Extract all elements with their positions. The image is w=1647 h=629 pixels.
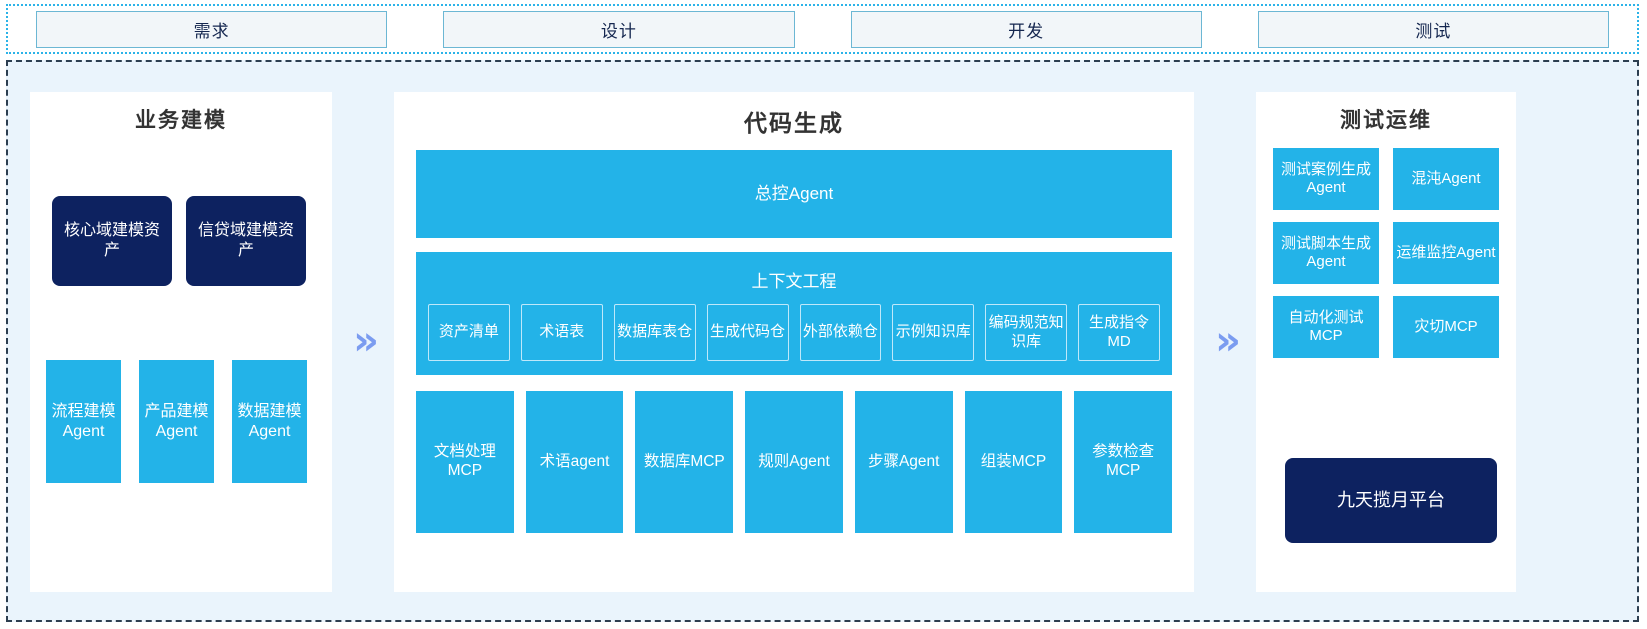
asset-core-domain[interactable]: 核心域建模资产: [52, 196, 172, 286]
panel-title-test-operations: 测试运维: [1340, 109, 1432, 132]
platform-jiutian-lanyue[interactable]: 九天揽月平台: [1285, 458, 1497, 543]
phase-label: 开发: [1008, 21, 1045, 41]
phase-box-testing[interactable]: 测试: [1257, 10, 1609, 48]
test-ops-agent-grid: 测试案例生成Agent 混沌Agent 测试脚本生成Agent 运维监控Agen…: [1273, 148, 1499, 358]
context-item-glossary[interactable]: 术语表: [520, 304, 603, 361]
double-chevron-right-icon-left: »: [353, 318, 379, 364]
agent-process-modeling[interactable]: 流程建模Agent: [46, 360, 121, 483]
agent-ops-monitoring[interactable]: 运维监控Agent: [1393, 222, 1499, 284]
panel-code-generation: 代码生成 总控Agent 上下文工程 资产清单 术语表 数据库表仓 生成代码仓 …: [394, 92, 1194, 592]
mcp-automated-testing[interactable]: 自动化测试MCP: [1273, 296, 1379, 358]
main-body: 业务建模 核心域建模资产 信贷域建模资产 流程建模Agent 产品建模Agent…: [6, 60, 1639, 622]
code-generation-tools-row: 文档处理MCP 术语agent 数据库MCP 规则Agent 步骤Agent 组…: [416, 391, 1173, 533]
context-item-generated-code-repo[interactable]: 生成代码仓: [706, 304, 789, 361]
tool-parameter-check-mcp[interactable]: 参数检查MCP: [1074, 391, 1173, 533]
context-items-row: 资产清单 术语表 数据库表仓 生成代码仓 外部依赖仓 示例知识库 编码规范知识库…: [428, 304, 1160, 361]
double-chevron-right-icon-right: »: [1215, 318, 1241, 364]
tool-assembly-mcp[interactable]: 组装MCP: [964, 391, 1063, 533]
phase-box-development[interactable]: 开发: [850, 10, 1202, 48]
phase-label: 设计: [600, 21, 637, 41]
context-engineering-block: 上下文工程 资产清单 术语表 数据库表仓 生成代码仓 外部依赖仓 示例知识库 编…: [416, 252, 1172, 375]
business-agent-group: 流程建模Agent 产品建模Agent 数据建模Agent: [46, 360, 307, 483]
asset-credit-domain[interactable]: 信贷域建模资产: [186, 196, 306, 286]
context-item-generation-instruction-md[interactable]: 生成指令MD: [1078, 304, 1160, 361]
tool-rule-agent[interactable]: 规则Agent: [745, 391, 843, 533]
master-control-agent[interactable]: 总控Agent: [416, 150, 1172, 238]
context-item-db-table-repo[interactable]: 数据库表仓: [613, 304, 696, 361]
panel-business-modeling: 业务建模 核心域建模资产 信贷域建模资产 流程建模Agent 产品建模Agent…: [30, 92, 332, 592]
phase-box-requirements[interactable]: 需求: [36, 10, 388, 48]
agent-product-modeling[interactable]: 产品建模Agent: [139, 360, 214, 483]
phase-label: 需求: [193, 21, 230, 41]
mcp-disaster-switch[interactable]: 灾切MCP: [1393, 296, 1499, 358]
agent-chaos[interactable]: 混沌Agent: [1393, 148, 1499, 210]
panel-title-business-modeling: 业务建模: [135, 109, 227, 132]
context-item-asset-inventory[interactable]: 资产清单: [428, 304, 510, 361]
tool-document-processing-mcp[interactable]: 文档处理MCP: [416, 391, 514, 533]
business-asset-group: 核心域建模资产 信贷域建模资产: [52, 196, 306, 286]
context-engineering-title: 上下文工程: [751, 272, 837, 291]
tool-glossary-agent[interactable]: 术语agent: [525, 391, 624, 533]
context-item-external-dependency-repo[interactable]: 外部依赖仓: [799, 304, 882, 361]
phase-box-design[interactable]: 设计: [443, 10, 795, 48]
panel-title-code-generation: 代码生成: [744, 110, 844, 136]
tool-database-mcp[interactable]: 数据库MCP: [635, 391, 734, 533]
context-item-coding-standard-knowledge-base[interactable]: 编码规范知识库: [985, 304, 1068, 361]
panel-test-operations: 测试运维 测试案例生成Agent 混沌Agent 测试脚本生成Agent 运维监…: [1256, 92, 1516, 592]
agent-test-script-generation[interactable]: 测试脚本生成Agent: [1273, 222, 1379, 284]
agent-data-modeling[interactable]: 数据建模Agent: [232, 360, 307, 483]
phase-label: 测试: [1415, 21, 1452, 41]
phase-strip: 需求 设计 开发 测试: [6, 4, 1639, 54]
tool-step-agent[interactable]: 步骤Agent: [854, 391, 953, 533]
agent-test-case-generation[interactable]: 测试案例生成Agent: [1273, 148, 1379, 210]
context-item-example-knowledge-base[interactable]: 示例知识库: [892, 304, 975, 361]
